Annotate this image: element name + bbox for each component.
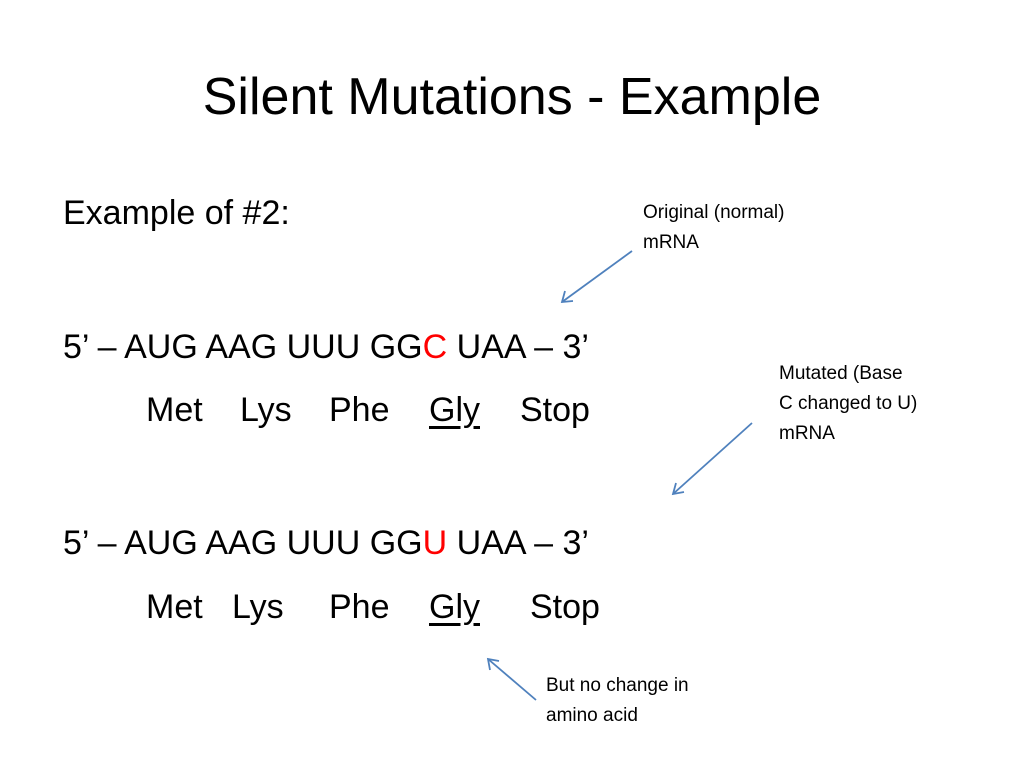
callout-line: mRNA bbox=[643, 232, 699, 253]
amino-acid-gly: Gly bbox=[429, 588, 480, 626]
amino-acid-met: Met bbox=[146, 391, 203, 429]
callout-line: Original (normal) bbox=[643, 202, 785, 223]
callout-line: amino acid bbox=[546, 705, 638, 726]
amino-acid-lys: Lys bbox=[232, 588, 284, 626]
amino-acid-phe: Phe bbox=[329, 588, 390, 626]
original-changed-base: C bbox=[422, 328, 448, 366]
mutated-sequence-prefix: 5’ – AUG AAG UUU GG bbox=[63, 524, 423, 562]
callout-mutated-mrna: Mutated (Base C changed to U) mRNA bbox=[779, 359, 917, 449]
amino-acid-lys: Lys bbox=[240, 391, 292, 429]
amino-acid-stop: Stop bbox=[520, 391, 590, 429]
amino-acid-phe: Phe bbox=[329, 391, 390, 429]
original-sequence-suffix: UAA – 3’ bbox=[447, 328, 589, 366]
original-sequence-prefix: 5’ – AUG AAG UUU GG bbox=[63, 328, 423, 366]
callout-original-mrna: Original (normal) mRNA bbox=[643, 198, 784, 258]
example-heading: Example of #2: bbox=[63, 194, 290, 232]
callout-line: C changed to U) bbox=[779, 393, 918, 414]
arrow-to-mutated bbox=[671, 422, 753, 496]
amino-acid-met: Met bbox=[146, 588, 203, 626]
callout-no-change: But no change in amino acid bbox=[546, 671, 689, 731]
original-sequence: 5’ – AUG AAG UUU GGC UAA – 3’ bbox=[63, 327, 589, 367]
amino-acid-stop: Stop bbox=[530, 588, 600, 626]
callout-line: mRNA bbox=[779, 423, 835, 444]
amino-acid-gly: Gly bbox=[429, 391, 480, 429]
callout-line: Mutated (Base bbox=[779, 363, 903, 384]
arrow-to-original bbox=[560, 250, 633, 304]
slide-title: Silent Mutations - Example bbox=[202, 68, 822, 126]
arrow-to-gly bbox=[486, 657, 537, 701]
mutated-changed-base: U bbox=[422, 524, 448, 562]
callout-line: But no change in bbox=[546, 675, 689, 696]
mutated-sequence: 5’ – AUG AAG UUU GGU UAA – 3’ bbox=[63, 523, 589, 563]
mutated-sequence-suffix: UAA – 3’ bbox=[447, 524, 589, 562]
